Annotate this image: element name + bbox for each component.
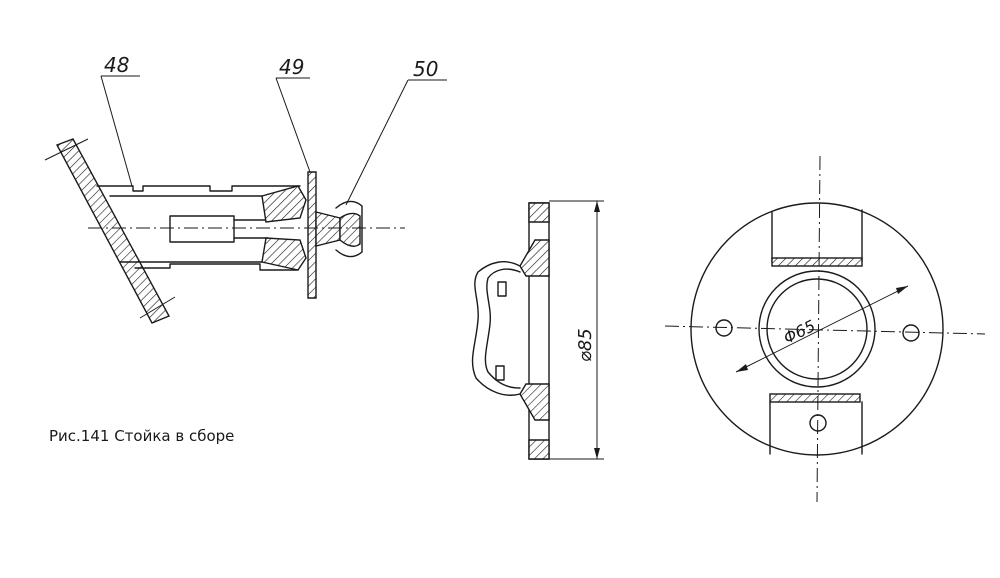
tube-body: [96, 185, 301, 271]
bolt-hole-right: [902, 324, 920, 342]
part-50-label: 50: [413, 57, 438, 81]
tilted-base-plate: [56, 138, 170, 324]
flange-plan-view: Φ65: [664, 155, 986, 503]
figure-caption: Рис.141 Стойка в сборе: [49, 427, 235, 445]
diameter-65-dimension: Φ65: [735, 285, 909, 373]
upper-bracket: [771, 209, 863, 267]
leader-part-50: 50: [345, 57, 447, 206]
bracket-outline: [471, 261, 521, 396]
outer-flange-circle: [690, 202, 944, 456]
flange-part-49: [307, 171, 317, 299]
bolt-hole-left: [715, 319, 733, 337]
diameter-85-dimension: ⌀85: [549, 200, 604, 460]
lower-bracket: [769, 393, 863, 455]
flange-section-view: ⌀85: [471, 200, 604, 460]
leader-part-49: 49: [275, 55, 311, 173]
ball-head-part-50: [335, 200, 363, 258]
bushing-lower: [261, 237, 307, 271]
part-48-label: 48: [104, 53, 129, 77]
part-49-label: 49: [279, 55, 304, 79]
diameter-65-label: Φ65: [780, 316, 818, 348]
diameter-85-label: ⌀85: [575, 328, 596, 362]
bushing: [261, 185, 307, 223]
leader-part-48: 48: [100, 53, 140, 187]
assembly-side-view: 48 49 50: [44, 53, 447, 324]
connector-cone: [315, 211, 341, 247]
bore-outer-circle: [758, 270, 876, 388]
